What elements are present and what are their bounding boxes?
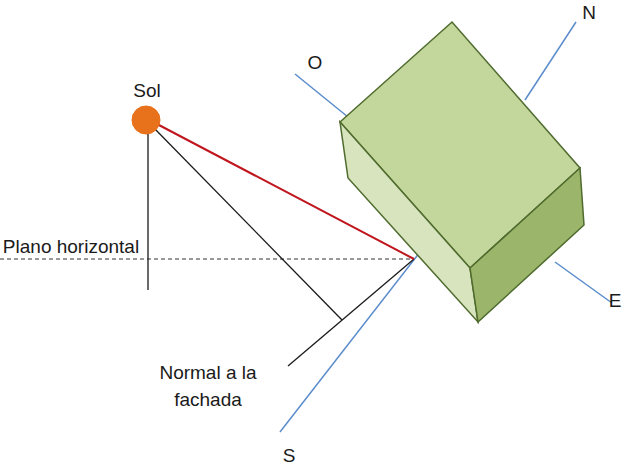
axis-label: N [577, 2, 601, 24]
vertical-line [147, 128, 148, 290]
east-axis [555, 262, 612, 303]
axis-label: O [303, 52, 327, 74]
west-axis [295, 74, 348, 117]
axis-label: S [277, 445, 301, 467]
horizontal-plane-line [0, 259, 414, 260]
north-axis [525, 22, 576, 100]
building-facade [340, 122, 478, 322]
normal-label: Normal a la fachada [152, 359, 264, 413]
building-side [470, 168, 584, 322]
sun-ray [157, 124, 414, 259]
axis-label: E [604, 290, 626, 312]
projection-line [152, 126, 342, 320]
facade-normal [288, 259, 414, 366]
sun [132, 106, 160, 134]
sun-label: Sol [117, 80, 177, 102]
plane-label: Plano horizontal [0, 228, 142, 265]
